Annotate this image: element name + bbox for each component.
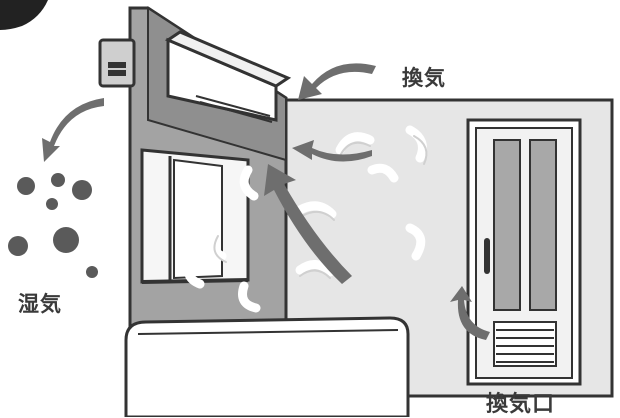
cabinet-icon xyxy=(126,318,408,417)
door-icon xyxy=(468,120,580,384)
ventilation-label: 換気 xyxy=(402,62,446,92)
humidity-label: 湿気 xyxy=(18,288,62,318)
corner-badge xyxy=(0,0,48,30)
window-icon xyxy=(142,150,248,282)
outdoor-unit-icon xyxy=(100,40,134,86)
vent-opening-label: 換気口 xyxy=(486,386,555,418)
moisture-dots-icon xyxy=(8,173,98,278)
